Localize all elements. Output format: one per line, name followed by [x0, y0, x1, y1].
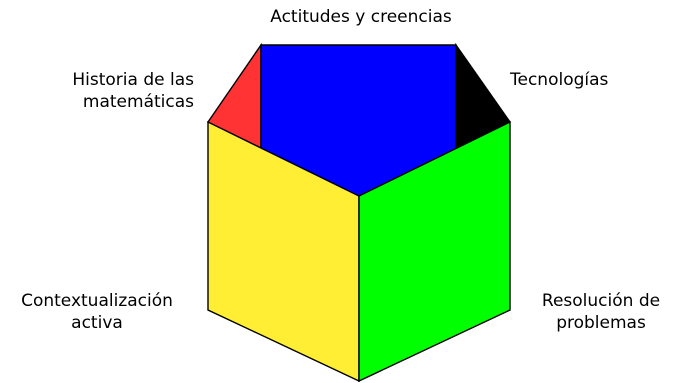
label-history-of-mathematics: Historia de las matemáticas	[72, 70, 194, 112]
label-attitudes-beliefs: Actitudes y creencias	[270, 7, 452, 27]
label-active-contextualization: Contextualización activa	[21, 291, 173, 333]
label-problem-solving: Resolución de problemas	[541, 291, 661, 333]
label-technologies: Tecnologías	[510, 70, 609, 90]
problem-solving-face	[358, 120, 511, 383]
